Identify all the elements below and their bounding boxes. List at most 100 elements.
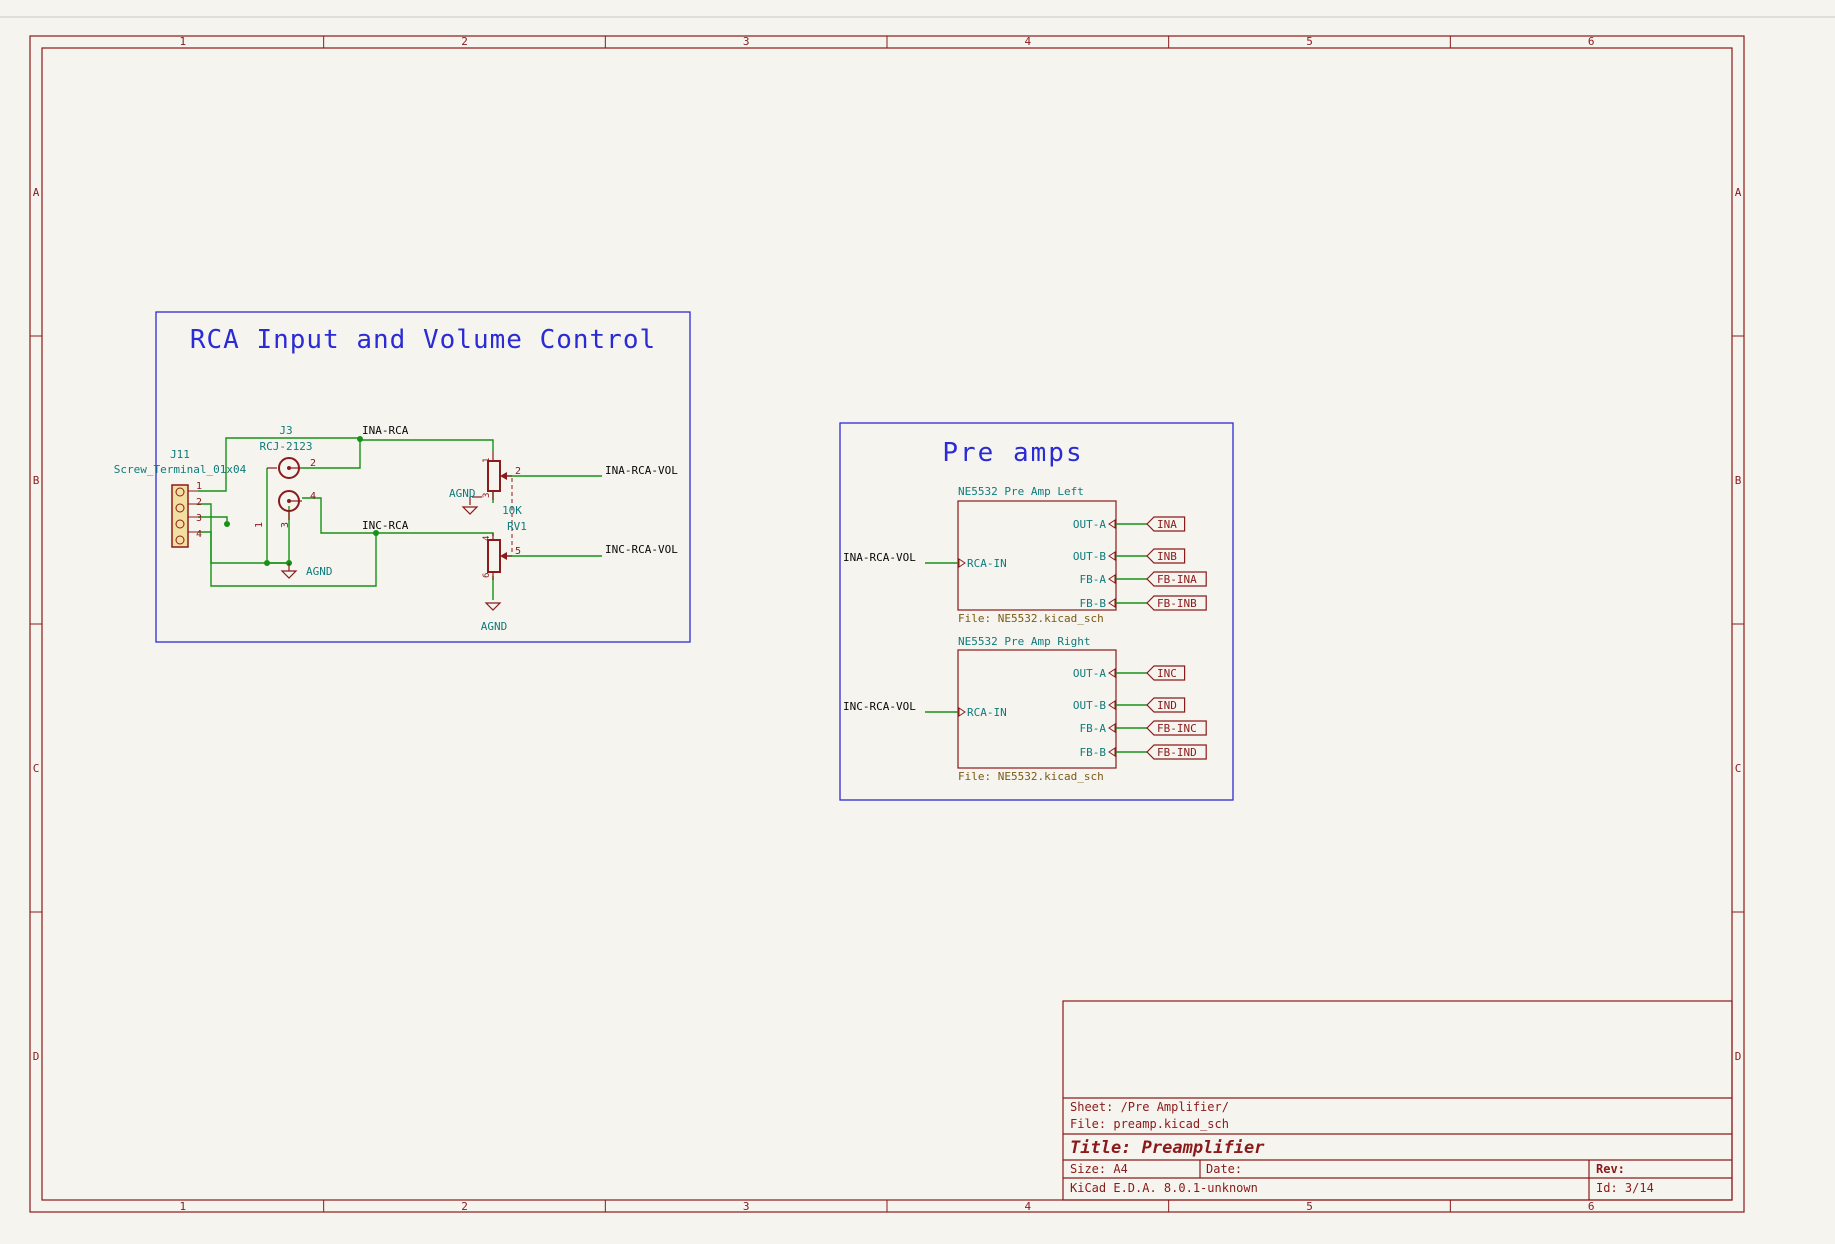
sheet-pin-label: OUT-B <box>1073 699 1106 712</box>
sheet-pin-label: OUT-B <box>1073 550 1106 563</box>
sheet-pin-label: FB-A <box>1080 573 1107 586</box>
subsheet-right-box <box>957 649 1117 769</box>
frame-col-label-bottom: 3 <box>743 1200 750 1213</box>
hier-label-shape <box>1146 516 1186 532</box>
j11-ref: J11 <box>170 448 190 461</box>
j3-rca-jack[interactable]: J3 RCJ-2123 2 4 1 3 <box>254 424 316 528</box>
drawing-frame <box>29 35 1745 1213</box>
subsheet-left-input-net: INA-RCA-VOL <box>843 551 916 564</box>
subsheet-left-input-pin: RCA-IN <box>967 557 1007 570</box>
net-label-ina-rca-vol: INA-RCA-VOL <box>605 464 678 477</box>
frame-row-label-right: A <box>1735 186 1742 199</box>
tb-title: Title: Preamplifier <box>1070 1138 1265 1158</box>
rv1-pin-5: 5 <box>515 546 521 557</box>
frame-col-label-bottom: 4 <box>1025 1200 1032 1213</box>
sheet-pin-marker <box>1108 700 1116 710</box>
frame-col-label-bottom: 5 <box>1306 1200 1313 1213</box>
frame-col-label-top: 5 <box>1306 35 1313 48</box>
sheet-pin-marker <box>1108 668 1116 678</box>
hier-label-text: IND <box>1157 699 1177 712</box>
agnd-symbol-bottom <box>484 602 502 611</box>
agnd-label-left: AGND <box>449 487 476 500</box>
rv1-ref: RV1 <box>507 520 527 533</box>
frame-row-label-right: C <box>1735 762 1742 775</box>
subsheet-left-name: NE5532 Pre Amp Left <box>958 485 1084 498</box>
title-block: Sheet: /Pre Amplifier/ File: preamp.kica… <box>1062 1000 1733 1201</box>
rca-junctions <box>224 436 379 566</box>
hier-label-text: FB-INA <box>1157 573 1197 586</box>
sheet-pin-label: OUT-A <box>1073 518 1106 531</box>
rca-sheet-title: RCA Input and Volume Control <box>190 325 656 355</box>
net-label-ina-rca: INA-RCA <box>362 424 409 437</box>
tb-size: Size: A4 <box>1070 1162 1128 1176</box>
j11-pin-3: 3 <box>196 513 202 524</box>
j3-pin-3: 3 <box>280 522 291 528</box>
hier-label-shape <box>1146 665 1186 681</box>
subsheet-right-input-net: INC-RCA-VOL <box>843 700 916 713</box>
hier-label-text: FB-INB <box>1157 597 1197 610</box>
frame-col-label-top: 1 <box>180 35 187 48</box>
preamps-sheet-title: Pre amps <box>942 438 1083 468</box>
hier-label-text: INB <box>1157 550 1177 563</box>
frame-col-label-top: 2 <box>461 35 468 48</box>
tb-rev: Rev: <box>1596 1162 1625 1176</box>
frame-row-label-left: D <box>33 1050 40 1063</box>
sheet-pin-label: FB-B <box>1080 746 1107 759</box>
hier-label-shape <box>1146 548 1186 564</box>
rv1-value: 10K <box>502 504 522 517</box>
hier-label-shape <box>1146 595 1207 611</box>
j11-pin-4: 4 <box>196 529 202 540</box>
rv1-pin-6: 6 <box>482 573 492 578</box>
j11-pin-1: 1 <box>196 481 202 492</box>
rv1-dual-potentiometer[interactable]: 10K RV1 1 2 3 4 5 6 <box>482 452 527 580</box>
j11-pin-2: 2 <box>196 497 202 508</box>
tb-file: File: preamp.kicad_sch <box>1070 1117 1229 1131</box>
frame-row-label-left: A <box>33 186 40 199</box>
net-label-inc-rca: INC-RCA <box>362 519 409 532</box>
hier-label-shape <box>1146 720 1207 736</box>
j11-screw-terminal[interactable]: J11 Screw_Terminal_01x04 1 2 3 4 <box>114 448 247 548</box>
tb-date: Date: <box>1206 1162 1242 1176</box>
agnd-label-bottom: AGND <box>481 620 508 633</box>
agnd-label-mid: AGND <box>306 565 333 578</box>
sheet-pin-marker <box>1108 519 1116 529</box>
sheet-pin-label: OUT-A <box>1073 667 1106 680</box>
frame-row-label-right: D <box>1735 1050 1742 1063</box>
frame-row-label-left: C <box>33 762 40 775</box>
frame-col-label-top: 3 <box>743 35 750 48</box>
subsheet-right-file: File: NE5532.kicad_sch <box>958 770 1104 783</box>
subsheet-preamp-right[interactable]: NE5532 Pre Amp Right File: NE5532.kicad_… <box>843 635 1207 783</box>
tb-sheet: Sheet: /Pre Amplifier/ <box>1070 1100 1229 1114</box>
agnd-symbol-mid <box>280 563 298 579</box>
sheet-pin-marker <box>1108 747 1116 757</box>
hier-label-text: INC <box>1157 667 1177 680</box>
j3-pin-1: 1 <box>254 522 265 528</box>
sheet-pin-label: FB-A <box>1080 722 1107 735</box>
sheet-pin-marker <box>1108 574 1116 584</box>
j3-value: RCJ-2123 <box>260 440 313 453</box>
rca-sheet-border <box>155 311 691 643</box>
rca-input-sheet[interactable]: RCA Input and Volume Control <box>114 311 691 643</box>
tb-id: Id: 3/14 <box>1596 1181 1654 1195</box>
subsheet-preamp-left[interactable]: NE5532 Pre Amp Left File: NE5532.kicad_s… <box>843 485 1207 625</box>
rv1-pin-4: 4 <box>482 536 492 541</box>
frame-col-label-bottom: 1 <box>180 1200 187 1213</box>
subsheet-right-name: NE5532 Pre Amp Right <box>958 635 1090 648</box>
tb-tool: KiCad E.D.A. 8.0.1-unknown <box>1070 1181 1258 1195</box>
net-label-inc-rca-vol: INC-RCA-VOL <box>605 543 678 556</box>
sheet-pin-marker <box>1108 551 1116 561</box>
j3-pin-4: 4 <box>310 491 316 502</box>
j3-pin-2: 2 <box>310 458 316 469</box>
hier-label-shape <box>1146 571 1207 587</box>
sheet-pin-marker <box>1108 723 1116 733</box>
sheet-pin-label: FB-B <box>1080 597 1107 610</box>
frame-row-label-right: B <box>1735 474 1742 487</box>
agnd-symbol-left <box>461 496 482 515</box>
j11-value: Screw_Terminal_01x04 <box>114 463 247 476</box>
preamps-sheet[interactable]: Pre amps NE5532 Pre Amp Left File: NE553… <box>839 422 1234 801</box>
j3-ref: J3 <box>279 424 292 437</box>
subsheet-right-input-pin: RCA-IN <box>967 706 1007 719</box>
